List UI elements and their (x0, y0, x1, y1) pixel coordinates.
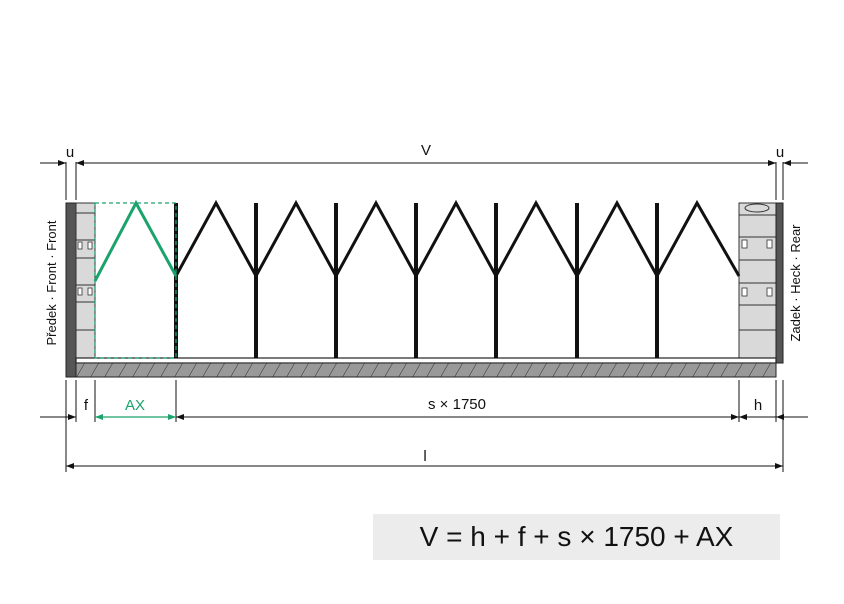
s-length-label: s × 1750 (428, 396, 486, 413)
u-right-label: u (776, 144, 784, 161)
rear-spacer-block (738, 202, 777, 359)
bottom-dimensions: f AX s × 1750 h l (40, 380, 808, 472)
ax-label: AX (125, 397, 145, 414)
l-label: l (423, 448, 426, 465)
v-label: V (421, 142, 431, 159)
front-spacer-block (75, 202, 96, 359)
front-side-label: Předek · Front · Front (44, 220, 59, 345)
h-label: h (754, 397, 762, 414)
u-left-label: u (66, 144, 74, 161)
formula-text: V = h + f + s × 1750 + AX (419, 521, 734, 552)
ax-zone (93, 199, 178, 359)
posts (174, 203, 659, 358)
rear-side-label: Zadek · Heck · Rear (788, 224, 803, 342)
f-label: f (84, 397, 89, 414)
top-dimensions: u V u (40, 142, 808, 200)
formula-box: V = h + f + s × 1750 + AX (373, 514, 780, 560)
base-beam (75, 357, 777, 378)
rear-wall (775, 202, 784, 364)
zigzag-line (174, 199, 741, 280)
front-wall (65, 202, 77, 378)
